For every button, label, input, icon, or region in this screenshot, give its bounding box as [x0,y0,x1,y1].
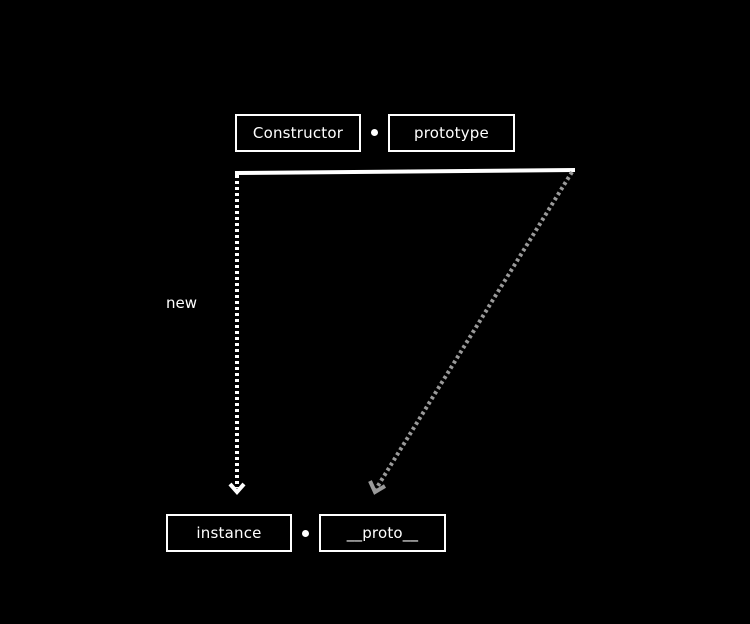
constructor-label: Constructor [252,124,344,142]
member-access-dot [302,530,309,537]
proto-arrow-line [374,170,574,491]
member-access-dot [371,129,378,136]
constructor-box: Constructor [235,114,361,152]
proto-label: __proto__ [346,524,419,542]
proto-box: __proto__ [319,514,446,552]
proto-arrow-head [368,480,387,495]
instance-box: instance [166,514,292,552]
prototype-connector-line [234,167,576,176]
new-arrow-head [228,482,246,496]
prototype-label: prototype [414,124,489,142]
prototype-box: prototype [388,114,515,152]
instance-label: instance [196,524,262,542]
new-edge-label: new [166,294,198,312]
